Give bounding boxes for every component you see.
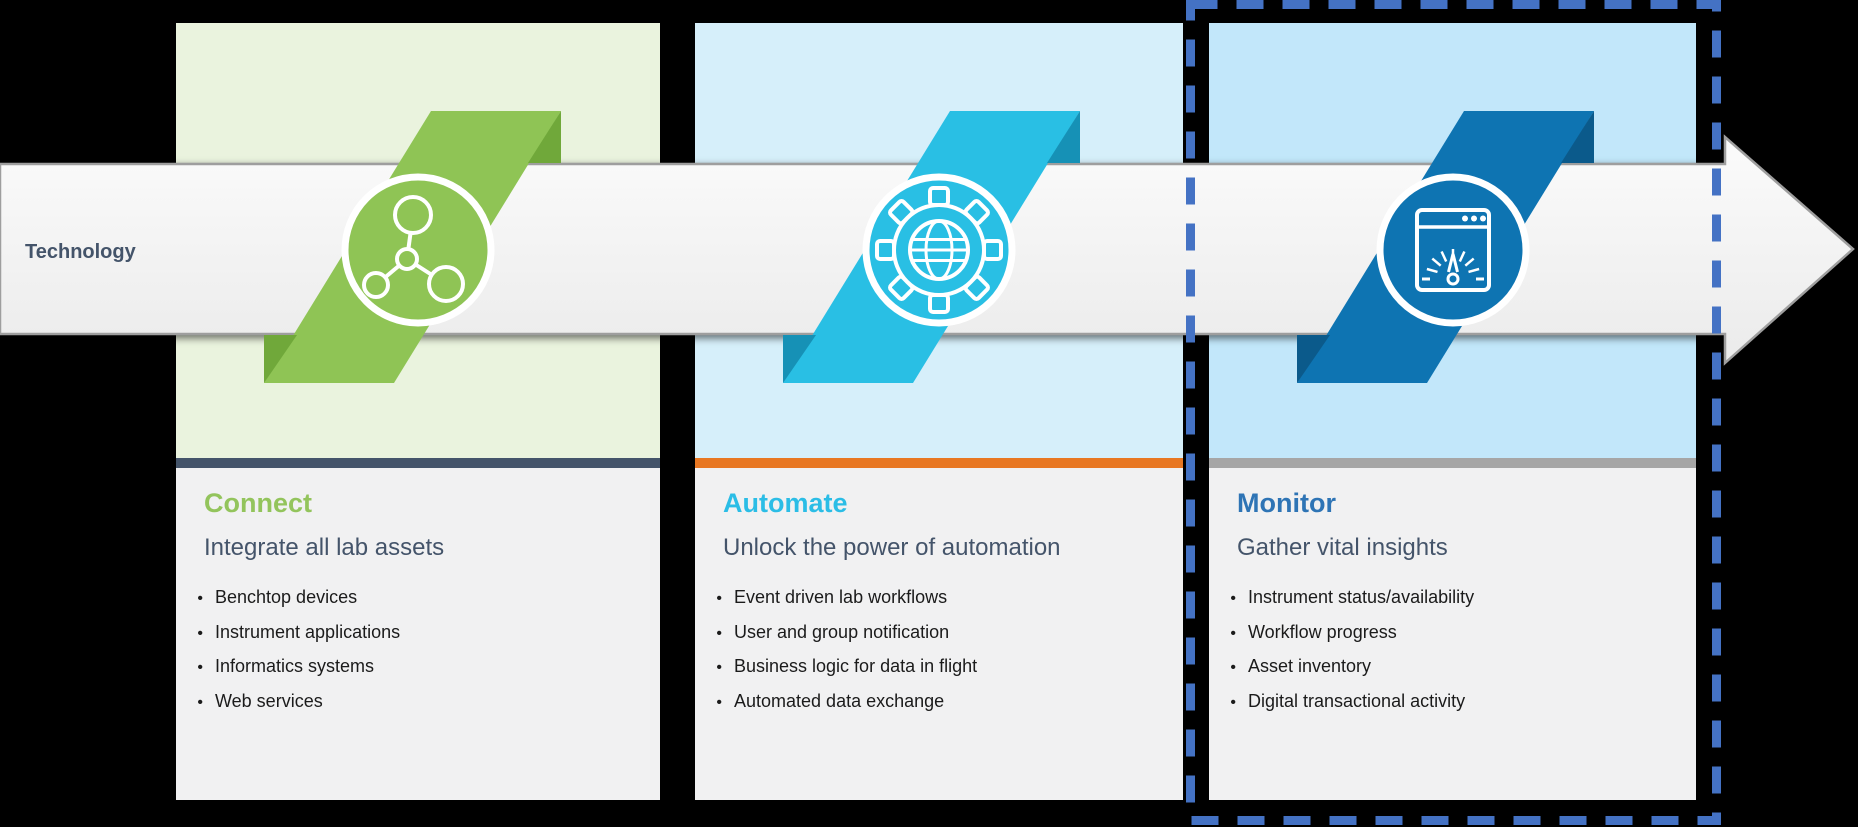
card-title: Connect: [204, 488, 312, 518]
bullet-item: • User and group notification: [695, 616, 1183, 651]
molecule-icon: [362, 195, 465, 303]
bullet-dot: •: [716, 693, 722, 711]
bullet-dot: •: [197, 590, 203, 607]
bullet-item: • Business logic for data in flight: [695, 650, 1183, 685]
ribbon-fold-top: [1561, 111, 1594, 163]
ribbon-fold-top: [528, 111, 561, 163]
bullet-item: • Instrument status/availability: [1209, 581, 1696, 616]
bullet-dot: •: [1230, 590, 1236, 607]
bullet-text: Business logic for data in flight: [734, 656, 978, 676]
dashed-selection-rect: [1186, 0, 1721, 825]
card-accent-divider: [1209, 458, 1696, 468]
bullet-text: Instrument applications: [215, 621, 401, 642]
bullet-list: • Benchtop devices • Instrument applicatio…: [176, 581, 660, 719]
bullet-dot: •: [197, 693, 203, 711]
bullet-list: • Instrument status/availability • Workflo…: [1209, 581, 1696, 719]
bullet-text: Benchtop devices: [215, 587, 358, 607]
bullet-dot: •: [716, 590, 722, 607]
bullet-text: Instrument status/availability: [1248, 587, 1475, 607]
bullet-item: • Event driven lab workflows: [695, 581, 1183, 616]
card-subtitle: Unlock the power of automation: [723, 534, 1061, 561]
ribbon-fold-bottom: [783, 335, 816, 383]
dashboard-gauge-icon: [1415, 208, 1491, 292]
bullet-item: • Benchtop devices: [176, 581, 660, 616]
bullet-item: • Digital transactional activity: [1209, 685, 1696, 720]
gear-globe-icon: [875, 186, 1003, 314]
bullet-dot: •: [716, 659, 722, 676]
bullet-text: Asset inventory: [1248, 656, 1372, 676]
bullet-list: • Event driven lab workflows • User and gr…: [695, 581, 1183, 719]
card-title: Monitor: [1237, 488, 1336, 518]
bullet-dot: •: [1230, 624, 1236, 642]
bullet-dot: •: [716, 624, 722, 642]
ribbon-fold-bottom: [1297, 335, 1330, 383]
card-subtitle: Integrate all lab assets: [204, 534, 445, 561]
card-content: Automate Unlock the power of automation …: [695, 468, 1183, 800]
bullet-item: • Asset inventory: [1209, 650, 1696, 685]
automate-ribbon: [783, 111, 1080, 383]
bullet-item: • Workflow progress: [1209, 616, 1696, 651]
bullet-text: Workflow progress: [1248, 621, 1397, 642]
bullet-dot: •: [197, 624, 203, 642]
bullet-item: • Informatics systems: [176, 650, 660, 685]
bullet-dot: •: [1230, 659, 1236, 676]
card-accent-divider: [695, 458, 1183, 468]
card-content: Connect Integrate all lab assets • Bencht…: [176, 468, 660, 800]
technology-label: Technology: [25, 241, 136, 263]
bullet-text: Digital transactional activity: [1248, 690, 1466, 711]
card-accent-divider: [176, 458, 660, 468]
connect-ribbon: [264, 111, 561, 383]
bullet-item: • Instrument applications: [176, 616, 660, 651]
card-subtitle: Gather vital insights: [1237, 534, 1448, 561]
monitor-ribbon: [1297, 111, 1594, 383]
bullet-dot: •: [1230, 693, 1236, 711]
bullet-item: • Automated data exchange: [695, 685, 1183, 720]
bullet-dot: •: [197, 659, 203, 676]
ribbon-fold-bottom: [264, 335, 297, 383]
bullet-text: Event driven lab workflows: [734, 587, 948, 607]
bullet-item: • Web services: [176, 685, 660, 720]
bullet-text: User and group notification: [734, 621, 950, 642]
card-title: Automate: [723, 488, 848, 518]
bullet-text: Informatics systems: [215, 656, 375, 676]
bullet-text: Web services: [215, 690, 323, 711]
ribbon-fold-top: [1047, 111, 1080, 163]
card-content: Monitor Gather vital insights • Instrumen…: [1209, 468, 1696, 800]
bullet-text: Automated data exchange: [734, 690, 945, 711]
